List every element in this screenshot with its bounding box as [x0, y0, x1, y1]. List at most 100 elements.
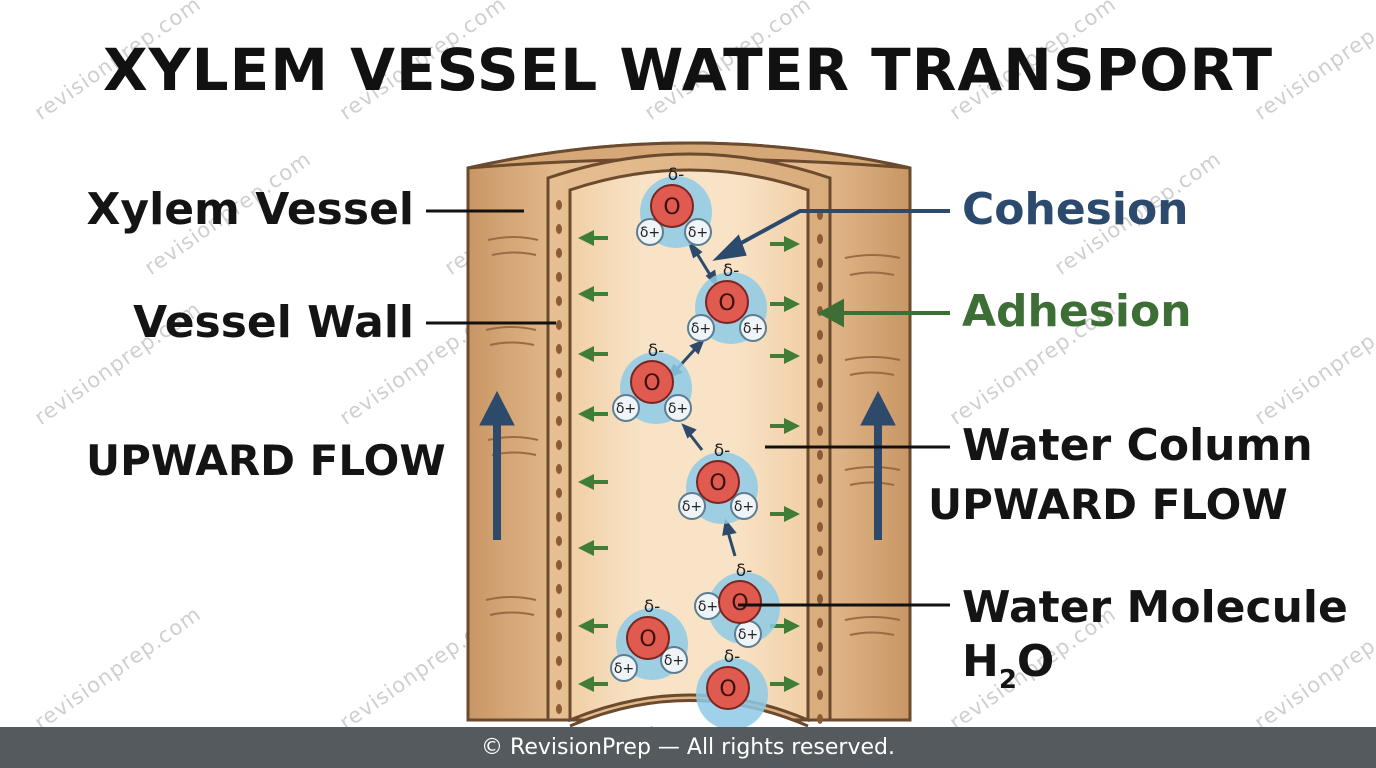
wall-pit	[556, 632, 562, 642]
delta-minus-label: δ-	[668, 165, 685, 185]
wall-pit	[817, 258, 823, 268]
wall-pit	[556, 560, 562, 570]
label-water-column: Water Column	[962, 420, 1313, 471]
delta-plus-label: δ+	[691, 321, 711, 337]
leader-lines	[426, 209, 950, 607]
adhesion-arrow-icon	[770, 506, 800, 522]
delta-plus-label: δ+	[734, 499, 754, 515]
wall-pit	[556, 512, 562, 522]
water-molecule-icon: δ+δ+Oδ-	[610, 597, 688, 682]
oxygen-atom	[650, 184, 694, 228]
wall-pit	[817, 546, 823, 556]
wall-pit	[556, 680, 562, 690]
page-title: XYLEM VESSEL WATER TRANSPORT	[102, 36, 1274, 104]
formula-o: O	[1016, 636, 1055, 687]
wall-pit	[817, 426, 823, 436]
delta-minus-label: δ-	[736, 561, 753, 581]
delta-plus-label: δ+	[668, 401, 688, 417]
adhesion-arrow-icon	[770, 676, 800, 692]
wall-pits	[556, 200, 823, 724]
hydrogen-atom	[612, 394, 640, 422]
adhesion-pointer	[817, 298, 950, 328]
wall-pit	[817, 234, 823, 244]
oxygen-label: O	[643, 371, 660, 396]
cohesion-arrow-icon	[686, 239, 703, 259]
adhesion-arrow-icon	[578, 286, 608, 302]
cohesion-pointer	[712, 209, 950, 261]
hydrogen-atom	[687, 314, 715, 342]
delta-minus-label: δ-	[648, 341, 665, 361]
wall-pit	[817, 378, 823, 388]
wall-pit	[817, 450, 823, 460]
wall-pit	[817, 522, 823, 532]
formula-h: H	[962, 636, 999, 687]
wall-pit	[556, 320, 562, 330]
wall-pit	[556, 344, 562, 354]
wall-pit	[556, 272, 562, 282]
cohesion-arrow-icon	[722, 518, 737, 536]
label-upward-flow-right: UPWARD FLOW	[928, 480, 1288, 529]
wall-pit	[817, 594, 823, 604]
wall-pit	[556, 656, 562, 666]
upward-arrow-icon	[479, 390, 515, 540]
wall-pit	[817, 402, 823, 412]
oxygen-atom	[696, 460, 740, 504]
wall-pit	[556, 704, 562, 714]
delta-plus-label: δ+	[616, 401, 636, 417]
wall-pit	[556, 200, 562, 210]
hydrogen-atom	[610, 654, 638, 682]
label-upward-flow-left: UPWARD FLOW	[86, 436, 446, 485]
hydrogen-atom	[660, 646, 688, 674]
water-molecule-icon: δ+δ+Oδ-	[678, 441, 758, 524]
wall-pit	[556, 296, 562, 306]
label-vessel-wall: Vessel Wall	[133, 297, 414, 348]
hydrogen-atom	[636, 218, 664, 246]
hydrogen-atom	[678, 492, 706, 520]
oxygen-atom	[630, 360, 674, 404]
hydrogen-atom	[730, 492, 758, 520]
upward-arrow-icon	[860, 390, 896, 540]
hydrogen-atom	[739, 314, 767, 342]
wall-texture	[485, 236, 901, 636]
wall-pit	[556, 440, 562, 450]
hydrogen-atom	[664, 394, 692, 422]
formula-subscript: 2	[998, 665, 1017, 695]
oxygen-atom	[718, 580, 762, 624]
adhesion-arrow-icon	[770, 296, 800, 312]
wall-pit	[556, 584, 562, 594]
wall-pit	[556, 416, 562, 426]
cohesion-arrow-icon	[681, 423, 697, 439]
wall-pit	[817, 354, 823, 364]
wall-pit	[817, 690, 823, 700]
oxygen-atom	[706, 666, 750, 710]
oxygen-label: O	[718, 291, 735, 316]
delta-plus-label: δ+	[664, 653, 684, 669]
adhesion-arrow-icon	[578, 676, 608, 692]
label-formula: H2O	[962, 636, 1055, 695]
wall-pit	[817, 714, 823, 724]
water-molecules: δ+δ+Oδ-δ+δ+Oδ-δ+δ+Oδ-δ+δ+Oδ-δ+δ+Oδ-δ+δ+O…	[610, 165, 780, 730]
delta-minus-label: δ-	[644, 597, 661, 617]
label-xylem-vessel: Xylem Vessel	[86, 184, 415, 235]
wall-pit	[817, 498, 823, 508]
wall-pit	[817, 474, 823, 484]
adhesion-arrow-icon	[578, 230, 608, 246]
delta-plus-label: δ+	[682, 499, 702, 515]
wall-pit	[556, 248, 562, 258]
delta-plus-label: δ+	[743, 321, 763, 337]
hydrogen-atom	[684, 218, 712, 246]
adhesion-arrow-icon	[578, 346, 608, 362]
water-molecule-icon: δ+δ+Oδ-	[687, 261, 767, 344]
cohesion-arrow-icon	[689, 339, 705, 355]
water-molecule-icon: δ+δ+Oδ-	[636, 165, 712, 248]
adhesion-arrow-icon	[578, 406, 608, 422]
wall-pit	[817, 570, 823, 580]
delta-minus-label: δ-	[714, 441, 731, 461]
wall-pit	[556, 488, 562, 498]
wall-pit	[556, 392, 562, 402]
wall-pit	[556, 464, 562, 474]
delta-plus-label: δ+	[688, 225, 708, 241]
adhesion-arrow-icon	[770, 236, 800, 252]
adhesion-arrow-group	[578, 230, 800, 692]
